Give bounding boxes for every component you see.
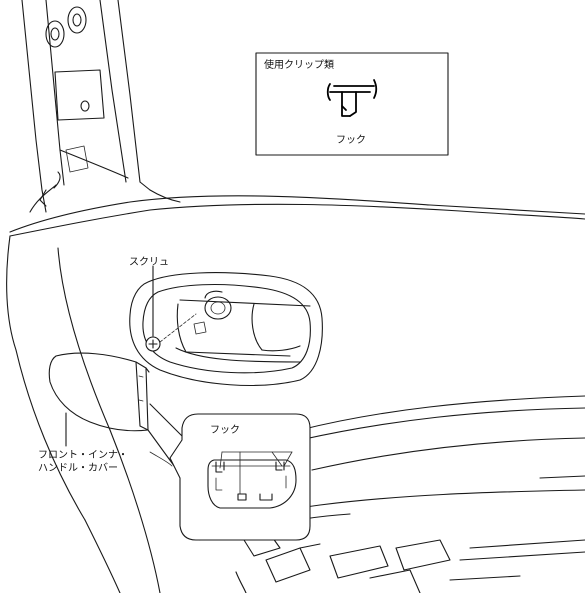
b-pillar <box>21 0 151 213</box>
cover-label-line2: ハンドル・カバー <box>38 462 118 474</box>
cover-label-line1: フロント・インナ・ <box>38 449 128 461</box>
legend-title: 使用クリップ類 <box>264 58 334 71</box>
hook-detail-callout <box>169 413 311 541</box>
handle-cover <box>48 352 150 432</box>
door-trim-outline <box>6 189 585 594</box>
inner-handle-housing <box>129 272 323 386</box>
hook-detail-label: フック <box>210 424 240 436</box>
screw-icon <box>145 313 197 352</box>
legend-clip-name: フック <box>336 134 366 146</box>
pillar-holes <box>45 6 87 48</box>
detail-pointer-top <box>149 403 183 437</box>
screw-label: スクリュ <box>129 256 169 268</box>
clip-legend-box <box>255 52 449 156</box>
